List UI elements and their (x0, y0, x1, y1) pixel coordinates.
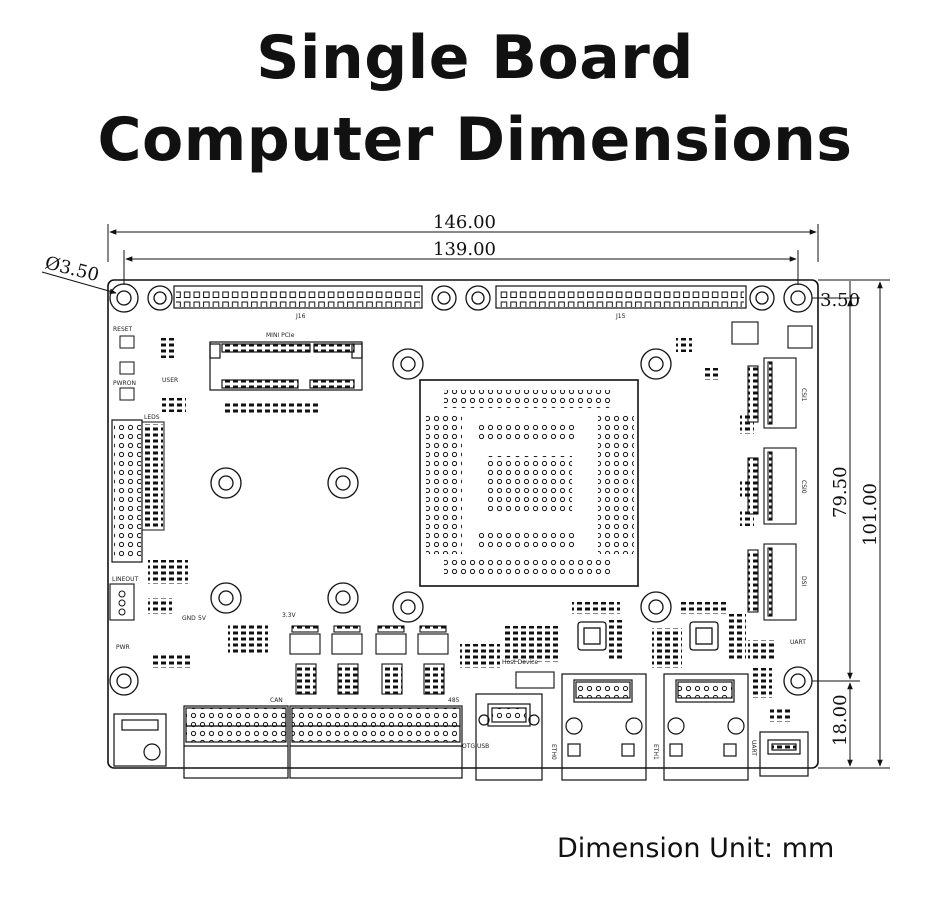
ethernet-phy-chips (577, 621, 719, 651)
dimension-annotations (41, 224, 890, 769)
label-reset: RESET (113, 326, 133, 333)
label-mini-pcie: MINI PCIe (266, 332, 295, 339)
usb-otg-connector (475, 693, 543, 781)
ethernet-port-0 (561, 673, 647, 781)
label-eth1: ETH1 (652, 744, 659, 760)
dim-top-offset: 3.50 (820, 290, 860, 311)
usb-mode-switch (515, 671, 555, 689)
regulator-chip (731, 321, 759, 345)
dim-overall-height: 101.00 (860, 483, 881, 546)
smd-components (148, 338, 790, 722)
can-terminal-block (183, 705, 289, 779)
label-csi0: CSI0 (800, 480, 807, 494)
board-outline (107, 279, 819, 769)
label-5v: 5V (198, 615, 207, 622)
left-pin-header (111, 419, 165, 563)
buttons (119, 335, 135, 401)
power-input-connector (113, 713, 167, 767)
title-line-1: Single Board (256, 23, 694, 93)
label-eth0: ETH0 (550, 744, 557, 760)
label-pwr: PWR (116, 644, 130, 651)
label-uart-debug: UART (790, 639, 806, 646)
label-gnd: GND (182, 615, 196, 622)
label-485: 485 (448, 697, 460, 704)
ethernet-port-1 (663, 673, 749, 781)
mounting-holes (109, 283, 813, 696)
rtc-battery-connector (787, 325, 813, 349)
rs485-terminal-block (289, 705, 463, 779)
dim-overall-width: 146.00 (433, 212, 496, 233)
soc-footprint (419, 379, 639, 587)
title-line-2: Computer Dimensions (97, 105, 853, 175)
isolator-chips (289, 625, 449, 695)
label-host-device: Host Device (502, 659, 538, 666)
dim-hole-diameter: Ø3.50 (43, 252, 101, 286)
label-dsi: DSI (800, 576, 807, 586)
dim-bottom-offset: 18.00 (830, 694, 851, 746)
label-can: CAN (270, 697, 283, 704)
dim-hole-spacing-y: 79.50 (830, 466, 851, 518)
uart-usb-connector (759, 731, 809, 777)
label-j16: J16 (295, 313, 306, 320)
label-leds: LEDS (144, 414, 160, 421)
label-j15: J15 (615, 313, 626, 320)
dimension-unit-note: Dimension Unit: mm (557, 833, 835, 864)
lineout-jack (109, 583, 135, 621)
label-pwron: PWRON (113, 380, 136, 387)
fpc-connectors (747, 357, 797, 621)
label-lineout: LINEOUT (112, 576, 139, 583)
label-user: USER (162, 377, 178, 384)
header-j16 (173, 285, 423, 309)
label-3v3: 3.3V (282, 612, 297, 619)
dim-hole-spacing-x: 139.00 (433, 239, 496, 260)
label-uart: UART (750, 740, 757, 756)
label-otg-usb: OTG USB (462, 743, 489, 750)
mini-pcie-slot (209, 341, 363, 391)
label-csi1: CSI1 (800, 388, 807, 402)
header-j15 (495, 285, 747, 309)
